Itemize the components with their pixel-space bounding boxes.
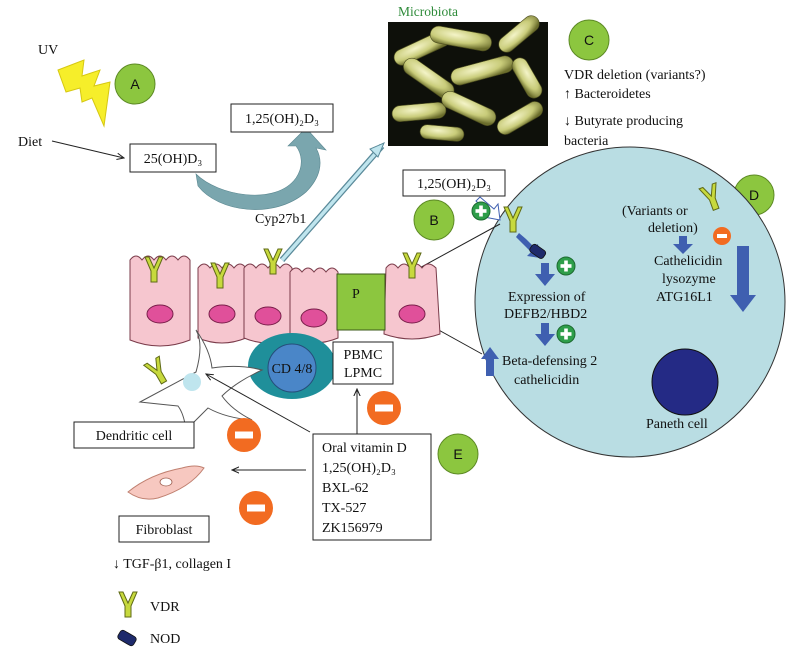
svg-text:CD 4/8: CD 4/8 [272,362,313,377]
d-text-line4: lysozyme [662,272,716,287]
svg-text:P: P [352,287,360,302]
fibroblast-box: Fibroblast [118,515,210,543]
minus-icon [367,391,401,425]
drug-to-dendritic-arrow [206,374,311,433]
plus-icon [556,324,576,344]
svg-text:1,25(OH)₂D₃: 1,25(OH)₂D₃ [417,177,491,192]
blue-down-arrow-2 [535,323,555,346]
calcidiol-box: 25(OH)D₃ [129,143,217,173]
svg-text:C: C [584,32,594,48]
plus-icon [556,256,576,276]
d-text-line3: Cathelicidin [654,254,722,269]
legend-vdr-label: VDR [150,600,180,615]
beta-defensin-line1: Beta-defensing 2 [502,354,597,369]
d-text-line1: (Variants or [622,204,688,219]
plus-icon [471,201,491,221]
svg-text:1,25(OH)₂D₃: 1,25(OH)₂D₃ [245,112,319,127]
svg-text:PBMC: PBMC [344,348,383,363]
svg-text:TX-527: TX-527 [322,501,366,516]
c-text-line3: ↓ Butyrate producing [564,114,683,129]
calcitriol-top-box: 1,25(OH)₂D₃ [230,103,334,133]
d-text-line5: ATG16L1 [656,290,713,305]
expression-line1: Expression of [508,290,586,305]
svg-text:Fibroblast: Fibroblast [136,523,193,538]
svg-text:E: E [453,446,462,462]
svg-text:A: A [130,76,140,92]
nod-icon [529,243,547,259]
minus-icon [239,491,273,525]
fibroblast-effect-text: ↓ TGF-β1, collagen I [113,557,231,572]
expression-line2: DEFB2/HBD2 [504,307,587,322]
badge-c: C [568,19,610,61]
lightning-icon [57,59,111,128]
fibroblast-cell [127,465,205,500]
dendritic-nucleus [183,373,201,391]
uv-label: UV [38,43,58,58]
badge-a: A [114,63,156,105]
d-text-line2: deletion) [648,221,698,236]
dendritic-cell-shape [138,329,264,432]
svg-text:1,25(OH)₂D₃: 1,25(OH)₂D₃ [322,461,396,476]
legend-nod-label: NOD [150,632,180,647]
epithelial-layer: P [129,255,441,347]
drugs-box: Oral vitamin D 1,25(OH)₂D₃ BXL-62 TX-527… [312,433,432,541]
paneth-nucleus [651,348,719,416]
svg-text:Oral vitamin D: Oral vitamin D [322,441,407,456]
conversion-curve-arrow [195,127,327,210]
blue-up-arrow [481,347,499,376]
svg-text:D: D [749,187,759,203]
svg-text:25(OH)D₃: 25(OH)D₃ [144,152,203,167]
pbmc-box: PBMC LPMC [332,341,394,385]
svg-text:B: B [429,212,438,228]
svg-text:Dendritic cell: Dendritic cell [96,429,173,444]
minus-small-icon [713,227,731,245]
c-text-line4: bacteria [564,134,609,149]
badge-e: E [437,433,479,475]
cyp27b1-label: Cyp27b1 [255,212,306,227]
calcitriol-mid-box: 1,25(OH)₂D₃ [402,169,506,197]
vdr-receptor-icon [143,355,173,388]
minus-icon [227,418,261,452]
beta-defensin-line2: cathelicidin [514,373,579,388]
diet-label: Diet [18,135,42,150]
c-text-line2: ↑ Bacteroidetes [564,87,651,102]
c-text-line1: VDR deletion (variants?) [564,68,706,83]
blue-long-down-arrow [730,246,756,312]
legend-nod-icon [117,629,137,647]
badge-b: B [413,199,455,241]
paneth-cell-label: Paneth cell [646,417,708,432]
microbiota-image [388,15,548,146]
svg-text:ZK156979: ZK156979 [322,521,383,536]
dendritic-cell-box: Dendritic cell [73,421,195,449]
legend-vdr-icon [118,591,138,618]
blue-down-arrow-1 [535,263,555,286]
svg-text:BXL-62: BXL-62 [322,481,369,496]
cd48-cell: CD 4/8 [248,333,336,399]
microbiota-title: Microbiota [398,4,458,19]
svg-text:LPMC: LPMC [344,366,382,381]
diet-arrow [51,140,124,158]
blue-down-arrow-3 [673,236,693,254]
